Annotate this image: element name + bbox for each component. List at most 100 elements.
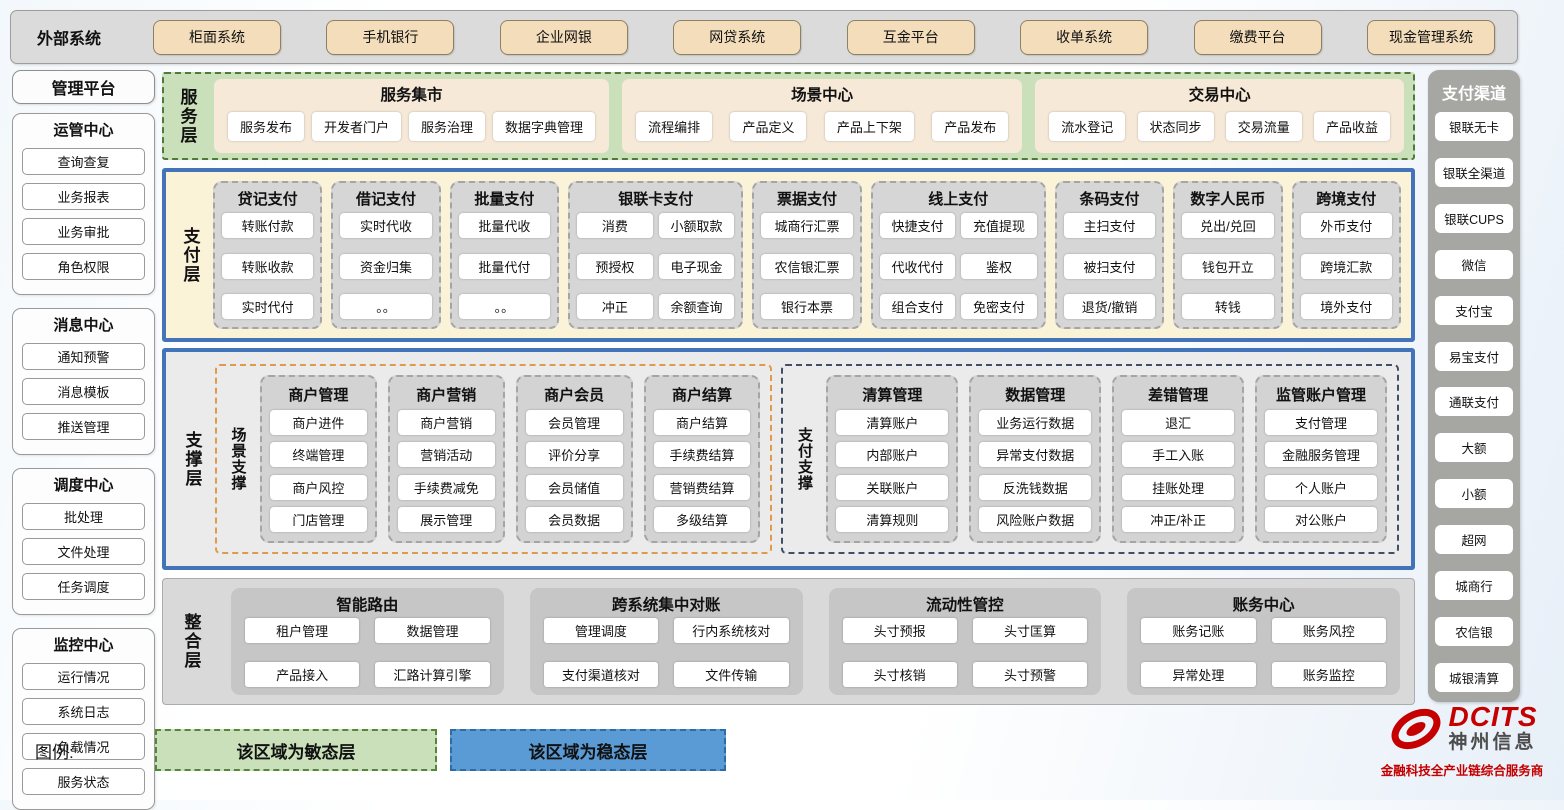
- service-item-button[interactable]: 产品发布: [932, 112, 1009, 141]
- payment-item-button[interactable]: 消费: [577, 213, 653, 238]
- service-item-button[interactable]: 流水登记: [1049, 112, 1126, 141]
- sidebar-function-button[interactable]: 通知预警: [22, 343, 145, 370]
- sidebar-function-button[interactable]: 任务调度: [22, 573, 145, 600]
- sidebar-function-button[interactable]: 文件处理: [22, 538, 145, 565]
- service-item-button[interactable]: 开发者门户: [312, 112, 402, 141]
- support-item-button[interactable]: 会员数据: [525, 506, 623, 532]
- payment-channel-button[interactable]: 微信: [1435, 249, 1513, 279]
- support-item-button[interactable]: 个人账户: [1265, 474, 1377, 500]
- payment-item-button[interactable]: 退货/撤销: [1063, 294, 1156, 319]
- support-item-button[interactable]: 风险账户数据: [979, 506, 1092, 532]
- integration-item-button[interactable]: 文件传输: [674, 662, 789, 687]
- service-item-button[interactable]: 产品上下架: [824, 112, 914, 141]
- integration-item-button[interactable]: 管理调度: [543, 618, 659, 643]
- payment-item-button[interactable]: 。。: [340, 294, 432, 319]
- payment-item-button[interactable]: 。。: [458, 294, 551, 319]
- service-item-button[interactable]: 数据字典管理: [493, 112, 596, 141]
- support-item-button[interactable]: 营销活动: [397, 442, 495, 468]
- support-item-button[interactable]: 门店管理: [270, 506, 367, 532]
- payment-channel-button[interactable]: 银联无卡: [1435, 112, 1513, 141]
- support-item-button[interactable]: 会员管理: [525, 410, 623, 435]
- external-system-button[interactable]: 现金管理系统: [1366, 19, 1495, 55]
- sidebar-function-button[interactable]: 运行情况: [22, 663, 145, 690]
- payment-item-button[interactable]: 境外支付: [1300, 294, 1392, 319]
- external-system-button[interactable]: 企业网银: [499, 19, 628, 55]
- support-item-button[interactable]: 冲正/补正: [1122, 506, 1235, 532]
- payment-item-button[interactable]: 兑出/兑回: [1182, 213, 1274, 238]
- payment-item-button[interactable]: 电子现金: [658, 253, 735, 279]
- support-item-button[interactable]: 终端管理: [270, 442, 367, 468]
- support-item-button[interactable]: 手续费减免: [397, 474, 495, 500]
- support-item-button[interactable]: 商户结算: [653, 410, 751, 435]
- support-item-button[interactable]: 支付管理: [1265, 410, 1377, 435]
- integration-item-button[interactable]: 账务记账: [1141, 618, 1256, 643]
- payment-item-button[interactable]: 银行本票: [761, 294, 853, 319]
- sidebar-function-button[interactable]: 负载情况: [22, 733, 145, 760]
- sidebar-function-button[interactable]: 推送管理: [22, 413, 145, 440]
- payment-item-button[interactable]: 转钱: [1182, 294, 1274, 319]
- sidebar-function-button[interactable]: 业务审批: [22, 218, 145, 245]
- support-item-button[interactable]: 反洗钱数据: [979, 474, 1092, 500]
- support-item-button[interactable]: 挂账处理: [1122, 474, 1235, 500]
- sidebar-function-button[interactable]: 查询查复: [22, 148, 145, 175]
- integration-item-button[interactable]: 产品接入: [245, 662, 360, 687]
- support-item-button[interactable]: 对公账户: [1265, 506, 1377, 532]
- support-item-button[interactable]: 展示管理: [397, 506, 495, 532]
- payment-item-button[interactable]: 钱包开立: [1182, 253, 1274, 279]
- service-item-button[interactable]: 产品定义: [730, 112, 807, 141]
- external-system-button[interactable]: 柜面系统: [153, 19, 282, 55]
- payment-item-button[interactable]: 批量代收: [458, 213, 551, 238]
- sidebar-function-button[interactable]: 业务报表: [22, 183, 145, 210]
- payment-channel-button[interactable]: 城商行: [1435, 571, 1513, 601]
- service-item-button[interactable]: 流程编排: [636, 112, 713, 141]
- payment-channel-button[interactable]: 银联CUPS: [1435, 203, 1513, 233]
- payment-item-button[interactable]: 实时代收: [340, 213, 432, 238]
- payment-channel-button[interactable]: 小额: [1435, 479, 1513, 509]
- service-item-button[interactable]: 状态同步: [1137, 112, 1214, 141]
- support-item-button[interactable]: 金融服务管理: [1265, 442, 1377, 468]
- payment-item-button[interactable]: 冲正: [577, 294, 653, 319]
- payment-item-button[interactable]: 外币支付: [1300, 213, 1392, 238]
- payment-item-button[interactable]: 批量代付: [458, 253, 551, 279]
- integration-item-button[interactable]: 支付渠道核对: [543, 662, 659, 687]
- payment-item-button[interactable]: 组合支付: [879, 294, 956, 319]
- integration-item-button[interactable]: 头寸匡算: [972, 618, 1088, 643]
- payment-item-button[interactable]: 快捷支付: [879, 213, 956, 238]
- payment-item-button[interactable]: 被扫支付: [1063, 253, 1156, 279]
- external-system-button[interactable]: 收单系统: [1020, 19, 1149, 55]
- payment-channel-button[interactable]: 通联支付: [1435, 387, 1513, 417]
- sidebar-function-button[interactable]: 服务状态: [22, 768, 145, 795]
- support-item-button[interactable]: 营销费结算: [653, 474, 751, 500]
- payment-channel-button[interactable]: 银联全渠道: [1435, 157, 1513, 187]
- payment-item-button[interactable]: 转账付款: [222, 213, 314, 238]
- support-item-button[interactable]: 会员储值: [525, 474, 623, 500]
- sidebar-function-button[interactable]: 系统日志: [22, 698, 145, 725]
- support-item-button[interactable]: 商户进件: [270, 410, 367, 435]
- payment-channel-button[interactable]: 大额: [1435, 433, 1513, 463]
- payment-channel-button[interactable]: 农信银: [1435, 616, 1513, 646]
- integration-item-button[interactable]: 账务监控: [1271, 662, 1386, 687]
- support-item-button[interactable]: 退汇: [1122, 410, 1235, 435]
- sidebar-function-button[interactable]: 批处理: [22, 503, 145, 530]
- service-item-button[interactable]: 交易流量: [1225, 112, 1302, 141]
- support-item-button[interactable]: 商户营销: [397, 410, 495, 435]
- external-system-button[interactable]: 手机银行: [326, 19, 455, 55]
- sidebar-function-button[interactable]: 角色权限: [22, 253, 145, 280]
- external-system-button[interactable]: 互金平台: [846, 19, 975, 55]
- integration-item-button[interactable]: 头寸预警: [972, 662, 1088, 687]
- payment-item-button[interactable]: 实时代付: [222, 294, 314, 319]
- support-item-button[interactable]: 业务运行数据: [979, 410, 1092, 435]
- integration-item-button[interactable]: 汇路计算引擎: [375, 662, 490, 687]
- payment-item-button[interactable]: 鉴权: [961, 253, 1037, 279]
- support-item-button[interactable]: 多级结算: [653, 506, 751, 532]
- support-item-button[interactable]: 异常支付数据: [979, 442, 1092, 468]
- payment-item-button[interactable]: 预授权: [577, 253, 653, 279]
- service-item-button[interactable]: 服务发布: [228, 112, 305, 141]
- support-item-button[interactable]: 手工入账: [1122, 442, 1235, 468]
- integration-item-button[interactable]: 数据管理: [375, 618, 490, 643]
- payment-item-button[interactable]: 主扫支付: [1063, 213, 1156, 238]
- integration-item-button[interactable]: 账务风控: [1271, 618, 1386, 643]
- support-item-button[interactable]: 清算账户: [836, 410, 949, 435]
- payment-channel-button[interactable]: 超网: [1435, 525, 1513, 555]
- external-system-button[interactable]: 网贷系统: [673, 19, 802, 55]
